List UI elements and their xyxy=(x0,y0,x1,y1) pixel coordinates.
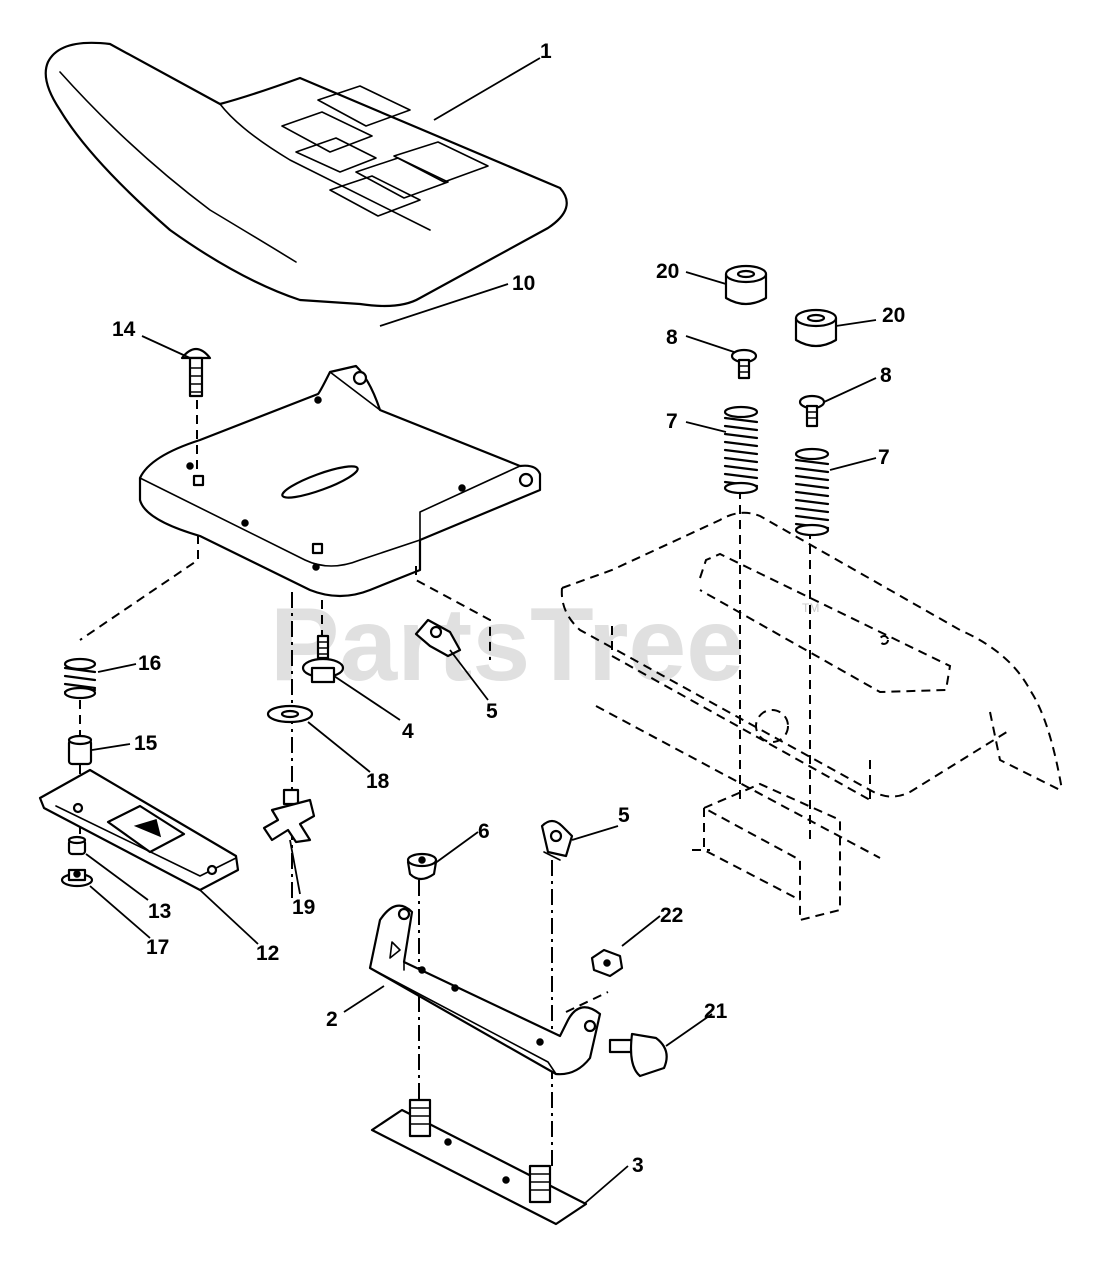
spring-7-right-part[interactable] xyxy=(794,447,830,537)
callout-13: 13 xyxy=(148,900,171,923)
bolt-8-right-part[interactable] xyxy=(798,394,826,428)
hex-nut-part[interactable] xyxy=(590,948,624,978)
callout-19: 19 xyxy=(292,896,315,919)
watermark: PartsTree TM xyxy=(270,587,819,703)
hex-bolt-part[interactable] xyxy=(608,1032,668,1078)
callout-8b: 8 xyxy=(880,364,892,387)
slide-plate-part[interactable] xyxy=(370,1098,588,1226)
callout-17: 17 xyxy=(146,936,169,959)
callout-20a: 20 xyxy=(656,260,679,283)
lock-nut-part[interactable] xyxy=(406,852,438,881)
callout-2: 2 xyxy=(326,1008,338,1031)
frame-reference xyxy=(560,511,1063,922)
callout-4: 4 xyxy=(402,720,414,743)
callout-6: 6 xyxy=(478,820,490,843)
nut-13-part[interactable] xyxy=(67,835,87,856)
callout-12: 12 xyxy=(256,942,279,965)
callout-3: 3 xyxy=(632,1154,644,1177)
callout-21: 21 xyxy=(704,1000,728,1023)
seat-part[interactable] xyxy=(44,41,568,308)
callout-16: 16 xyxy=(138,652,161,675)
knob-part[interactable] xyxy=(262,788,316,844)
callout-5a: 5 xyxy=(486,700,498,723)
clip-upper-part[interactable] xyxy=(414,618,462,658)
callout-15: 15 xyxy=(134,732,158,755)
washer-part[interactable] xyxy=(266,704,314,724)
callout-18: 18 xyxy=(366,770,390,793)
callout-leaders xyxy=(85,57,877,1205)
shoulder-bolt-part[interactable] xyxy=(301,634,345,684)
callout-14: 14 xyxy=(112,318,136,341)
watermark-text: PartsTree xyxy=(270,587,744,703)
callout-7a: 7 xyxy=(666,410,678,433)
bumper-right-part[interactable] xyxy=(794,308,838,348)
flange-nut-17-part[interactable] xyxy=(60,868,94,888)
callouts: 1 10 14 20 20 8 8 7 7 16 15 4 5 18 19 13… xyxy=(112,40,905,1177)
callout-8a: 8 xyxy=(666,326,678,349)
spring-7-left-part[interactable] xyxy=(723,405,759,495)
seat-bracket-part[interactable] xyxy=(368,904,602,1076)
bumper-left-part[interactable] xyxy=(724,264,768,306)
callout-20b: 20 xyxy=(882,304,905,327)
carriage-bolt-part[interactable] xyxy=(180,347,212,398)
clip-lower-part[interactable] xyxy=(540,819,574,861)
callout-5b: 5 xyxy=(618,804,630,827)
callout-7b: 7 xyxy=(878,446,890,469)
bolt-8-left-part[interactable] xyxy=(730,348,758,380)
callout-22: 22 xyxy=(660,904,683,927)
callout-10: 10 xyxy=(512,272,535,295)
callout-1: 1 xyxy=(540,40,552,63)
small-spring-part[interactable] xyxy=(63,657,97,700)
assembly-lines xyxy=(79,400,811,1170)
bracket-plate-part[interactable] xyxy=(38,768,240,892)
seat-pan-part[interactable] xyxy=(138,364,542,598)
spacer-part[interactable] xyxy=(67,734,93,766)
